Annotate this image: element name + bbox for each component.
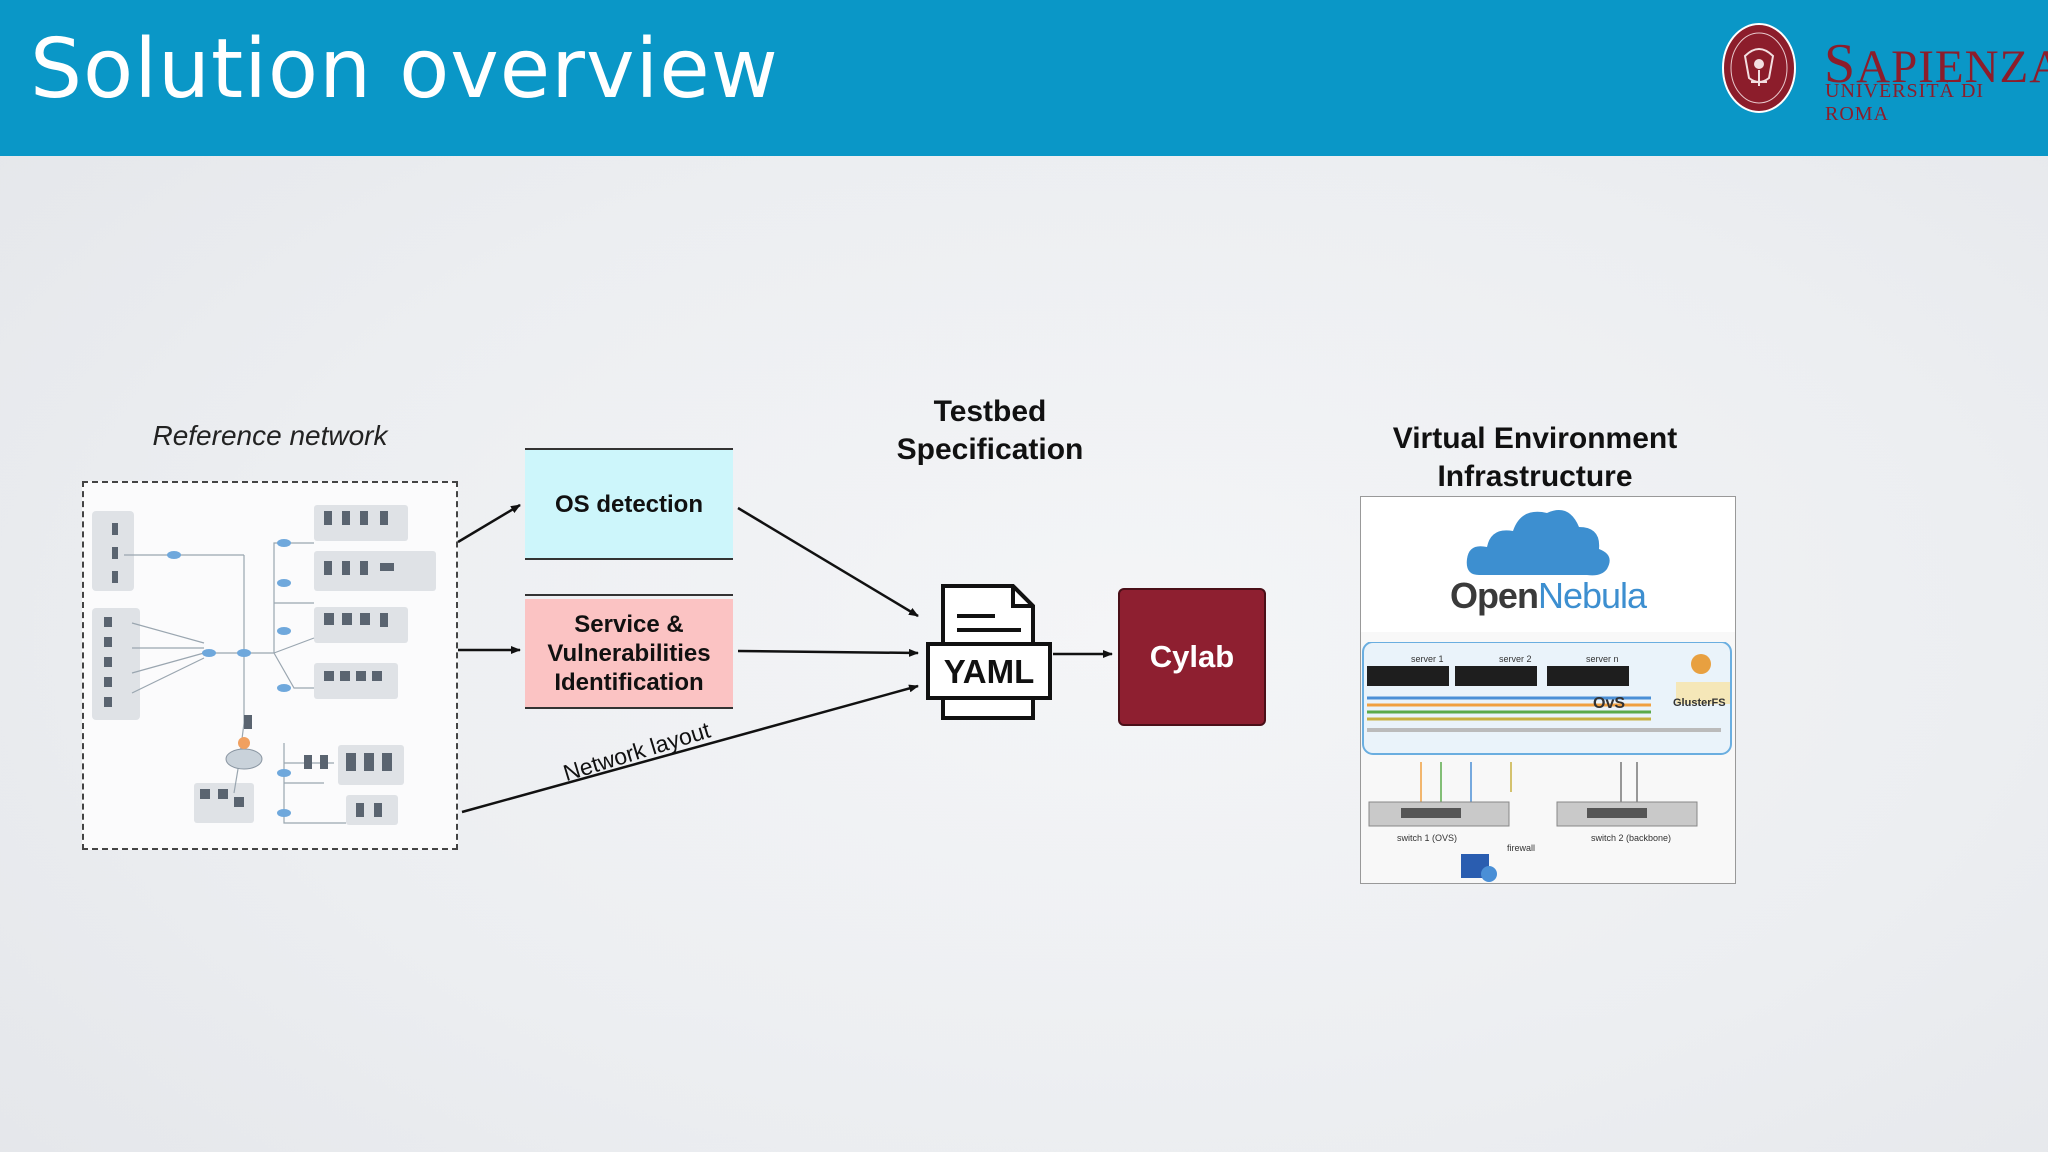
sapienza-seal-logo	[1722, 23, 1796, 113]
network-layout-label: Network layout	[560, 716, 714, 787]
yaml-label: YAML	[944, 653, 1034, 690]
switches-diagram	[1368, 762, 1698, 882]
switch-2-label: switch 2 (backbone)	[1591, 833, 1672, 843]
university-name: SAPIENZA	[1824, 33, 2048, 95]
cylab-box: Cylab	[1118, 588, 1266, 726]
server-2-label: server 2	[1499, 654, 1532, 664]
arrow-ref-to-os	[457, 503, 521, 544]
reference-network-label: Reference network	[152, 420, 388, 451]
service-vulnerabilities-label: Service & Vulnerabilities Identification	[547, 610, 711, 696]
svg-text:OvS: OvS	[1593, 695, 1625, 712]
separator-line	[525, 594, 733, 596]
cylab-label: Cylab	[1149, 639, 1235, 674]
virtual-environment-label: Virtual Environment Infrastructure	[1392, 422, 1678, 493]
switch-1-label: switch 1 (OVS)	[1397, 833, 1458, 843]
university-subtitle: UNIVERSITÀ DI ROMA	[1825, 80, 1985, 125]
os-detection-box: OS detection	[525, 448, 733, 560]
svg-text:GlusterFS: GlusterFS	[1673, 697, 1726, 709]
title-bar: Solution overview SAPIENZA UNIVERSITÀ DI…	[0, 0, 2048, 156]
reference-network-diagram	[82, 481, 458, 850]
slide-title: Solution overview	[30, 22, 779, 117]
firewall-label: firewall	[1507, 843, 1536, 853]
service-vulnerabilities-box: Service & Vulnerabilities Identification	[525, 599, 733, 709]
cloud-icon	[1466, 510, 1610, 576]
network-topology-image	[92, 505, 436, 825]
server-n-label: server n	[1586, 654, 1619, 664]
testbed-specification-label: Testbed Specification	[896, 395, 1084, 466]
yaml-document-icon: YAML	[926, 584, 1052, 720]
opennebula-logo: OpenNebula	[1361, 497, 1735, 632]
arrow-service-to-yaml	[737, 648, 919, 657]
server-1-label: server 1	[1411, 654, 1444, 664]
os-detection-label: OS detection	[554, 490, 704, 518]
arrow-os-to-yaml	[737, 506, 919, 618]
virtual-environment-image: OpenNebula OvS GlusterFS server 1 server…	[1360, 496, 1736, 884]
server-rack-diagram: OvS GlusterFS	[1362, 642, 1732, 755]
